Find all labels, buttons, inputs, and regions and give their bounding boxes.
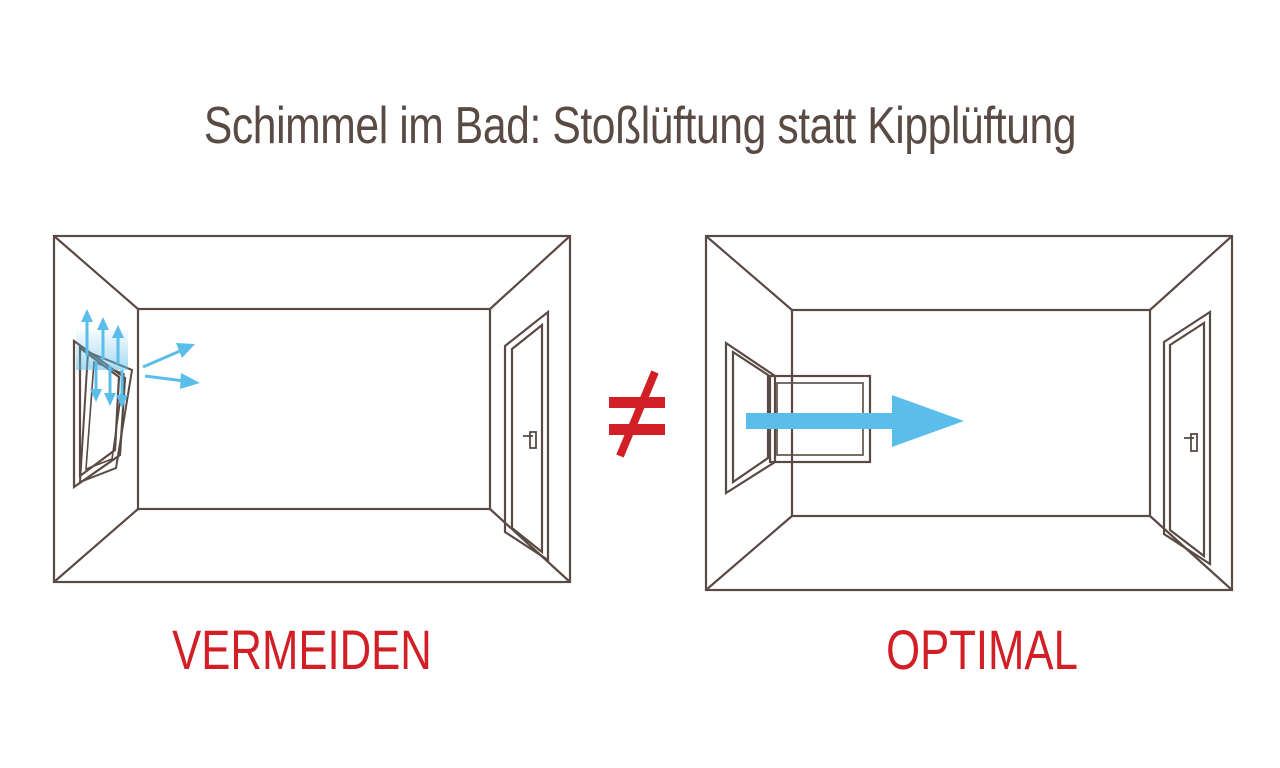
room-left-edge-bottom-left (54, 509, 138, 582)
room-left-edge-top-left (54, 236, 138, 309)
airflow-up-arrow-icon (81, 309, 124, 364)
room-left (54, 236, 570, 582)
room-right-door-handle-icon (1184, 434, 1197, 451)
not-equal-icon (609, 372, 665, 456)
room-right-edge-top-right (1150, 236, 1232, 310)
label-avoid: VERMEIDEN (138, 612, 466, 688)
room-right-edge-bottom-left (706, 516, 792, 590)
room-left-edge-top-right (490, 236, 570, 309)
room-right-airflow-arrow-icon (746, 395, 964, 447)
room-left-edge-bottom-right (490, 509, 570, 582)
room-left-door-handle-icon (523, 432, 536, 448)
room-right-edge-top-left (706, 236, 792, 310)
room-left-outer-frame (54, 236, 570, 582)
airflow-outward-arrow-icon (143, 343, 200, 389)
room-left-back-wall (138, 309, 490, 509)
label-optimal: OPTIMAL (818, 612, 1146, 688)
room-right-edge-bottom-right (1150, 516, 1232, 590)
